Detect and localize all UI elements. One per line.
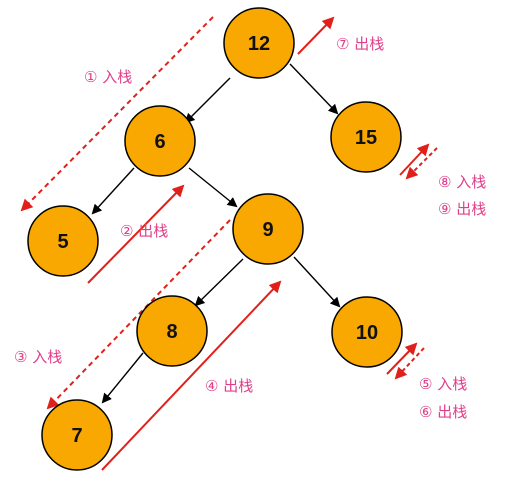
tree-node-7: 7 <box>41 399 113 471</box>
node-value-5: 5 <box>57 231 68 253</box>
push-arrow-5 <box>394 347 425 380</box>
node-value-9: 9 <box>262 219 273 241</box>
push-arrow-8 <box>405 147 438 180</box>
edge-12-15 <box>289 63 339 115</box>
edge-9-8 <box>194 258 244 307</box>
node-value-15: 15 <box>355 127 377 149</box>
annotation-step-9: ⑨ 出栈 <box>438 200 486 218</box>
annotation-step-8: ⑧ 入栈 <box>438 173 486 191</box>
tree-node-15: 15 <box>330 101 402 173</box>
annotation-step-1: ① 入栈 <box>84 68 132 86</box>
pop-arrow-9 <box>399 143 430 176</box>
pop-arrow-2 <box>87 184 185 284</box>
annotation-step-4: ④ 出栈 <box>205 377 253 395</box>
step-annotations: ① 入栈 ② 出栈 ③ 入栈 ④ 出栈 ⑤ 入栈 ⑥ 出栈 ⑦ 出栈 ⑧ 入栈 … <box>14 35 486 421</box>
tree-nodes: 12 6 15 5 9 8 10 7 <box>27 7 403 471</box>
tree-node-8: 8 <box>136 295 208 367</box>
edge-12-6 <box>184 77 231 124</box>
edge-8-7 <box>101 352 144 404</box>
node-value-6: 6 <box>154 131 165 153</box>
annotation-step-6: ⑥ 出栈 <box>419 403 467 421</box>
annotation-step-5: ⑤ 入栈 <box>419 375 467 393</box>
node-value-10: 10 <box>356 322 378 344</box>
push-arrow-3 <box>46 219 231 410</box>
pop-arrow-4 <box>101 280 282 471</box>
edge-6-5 <box>91 167 135 215</box>
edge-6-9 <box>188 167 238 208</box>
tree-edges <box>91 63 341 404</box>
node-value-8: 8 <box>166 321 177 343</box>
push-arrow-1 <box>20 16 214 212</box>
annotation-step-2: ② 出栈 <box>120 222 168 240</box>
stack-arrows <box>20 16 438 471</box>
tree-node-9: 9 <box>232 193 304 265</box>
annotation-step-7: ⑦ 出栈 <box>336 35 384 53</box>
tree-node-5: 5 <box>27 205 99 277</box>
node-value-7: 7 <box>71 425 82 447</box>
tree-node-6: 6 <box>124 105 196 177</box>
annotation-step-3: ③ 入栈 <box>14 348 62 366</box>
pop-arrow-7 <box>297 16 335 55</box>
tree-node-12: 12 <box>223 7 295 79</box>
node-value-12: 12 <box>248 33 270 55</box>
pop-arrow-6 <box>386 342 418 375</box>
tree-node-10: 10 <box>331 296 403 368</box>
edge-9-10 <box>293 256 341 308</box>
